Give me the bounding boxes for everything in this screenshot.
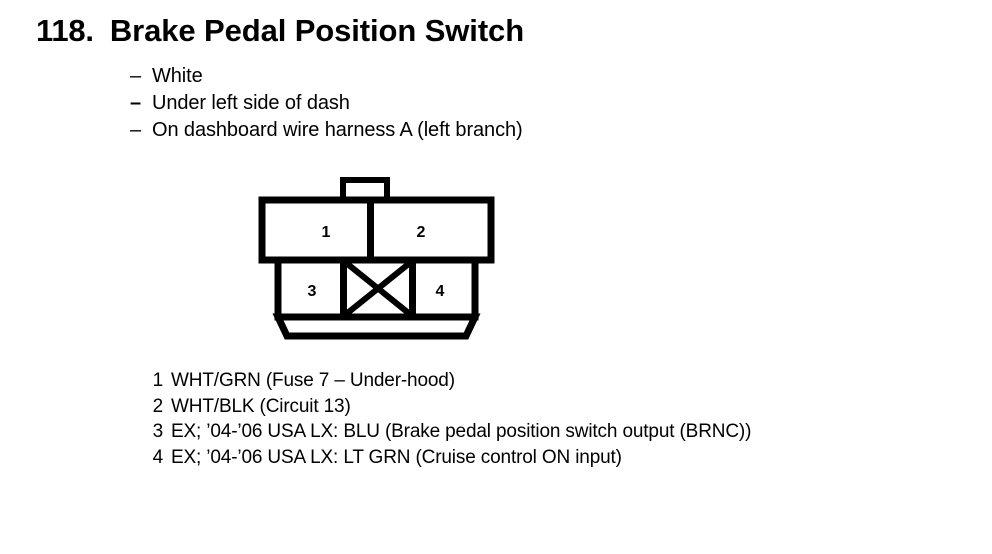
section-number: 118. — [36, 13, 94, 48]
note-text: White — [152, 65, 203, 87]
legend-pin-number: 2 — [152, 395, 164, 417]
legend-row: 2 WHT/BLK (Circuit 13) — [144, 394, 751, 420]
connector-pin-label-3: 3 — [308, 283, 317, 300]
section-title: Brake Pedal Position Switch — [109, 13, 525, 48]
legend-pin-description: WHT/GRN (Fuse 7 – Under-hood) — [171, 370, 455, 391]
connector-top-row — [258, 196, 495, 264]
connector-pin-label-1: 1 — [322, 224, 331, 241]
page-title: 118. Brake Pedal Position Switch — [36, 13, 524, 49]
legend-row: 1 WHT/GRN (Fuse 7 – Under-hood) — [144, 368, 751, 394]
legend-pin-description: WHT/BLK (Circuit 13) — [171, 395, 351, 417]
note-text: On dashboard wire harness A (left branch… — [152, 119, 523, 141]
dash-bullet: – — [130, 119, 142, 141]
legend-row: 4 EX; ’04-’06 USA LX: LT GRN (Cruise con… — [144, 445, 751, 471]
dash-bullet: – — [130, 92, 142, 114]
connector-pin-label-4: 4 — [436, 283, 445, 300]
legend-pin-number: 3 — [152, 421, 164, 442]
note-line: –Under left side of dash — [130, 90, 523, 117]
connector-diagram: 1 2 3 4 — [255, 172, 505, 342]
blocked-cell-x-stroke-2 — [343, 259, 413, 318]
legend-pin-number: 1 — [152, 370, 164, 391]
connector-pin-label-2: 2 — [417, 224, 426, 241]
note-line: –On dashboard wire harness A (left branc… — [130, 117, 523, 144]
connector-notes: –White –Under left side of dash –On dash… — [130, 63, 523, 144]
legend-pin-description: EX; ’04-’06 USA LX: BLU (Brake pedal pos… — [171, 421, 752, 442]
note-text: Under left side of dash — [152, 92, 350, 114]
dash-bullet: – — [130, 65, 142, 87]
note-line: –White — [130, 63, 523, 90]
pin-legend: 1 WHT/GRN (Fuse 7 – Under-hood) 2 WHT/BL… — [144, 368, 752, 471]
connector-bottom-skirt — [272, 313, 481, 340]
legend-pin-description: EX; ’04-’06 USA LX: LT GRN (Cruise contr… — [171, 446, 622, 468]
legend-pin-number: 4 — [152, 446, 164, 468]
legend-row: 3 EX; ’04-’06 USA LX: BLU (Brake pedal p… — [144, 419, 752, 445]
